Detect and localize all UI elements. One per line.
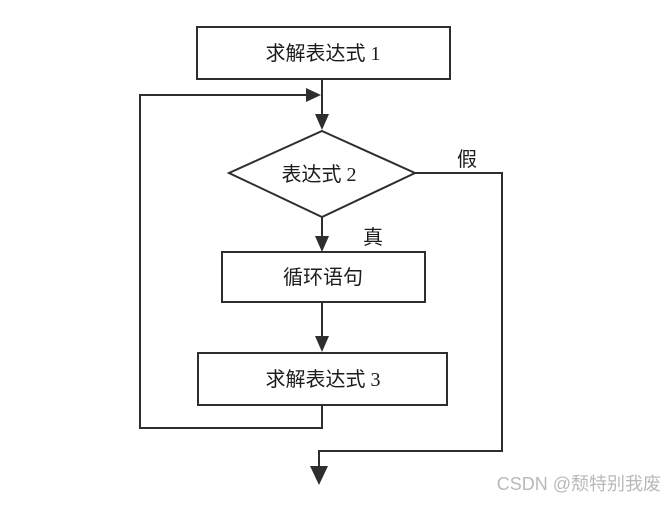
node-label-condition: 表达式 2 — [282, 163, 357, 186]
arrowhead-into-body — [315, 236, 329, 252]
flowchart-lines — [139, 26, 503, 467]
flowchart-arrowheads — [306, 88, 329, 485]
node-label-update: 求解表达式 3 — [266, 368, 381, 391]
node-label-body: 循环语句 — [283, 266, 363, 289]
branch-label-true: 真 — [363, 226, 383, 249]
process-box-update — [197, 352, 448, 406]
connector-false-branch-exit — [318, 172, 503, 467]
csdn-watermark: CSDN @颓特别我废 — [497, 474, 661, 494]
decision-diamond-condition — [226, 129, 418, 219]
process-box-init — [196, 26, 451, 80]
arrowhead-into-update — [315, 336, 329, 352]
node-label-init: 求解表达式 1 — [266, 42, 381, 65]
arrowhead-into-condition — [315, 114, 329, 130]
branch-label-false: 假 — [457, 148, 477, 171]
process-box-body — [221, 251, 426, 303]
flowchart-labels: 求解表达式 1 表达式 2 循环语句 求解表达式 3 真 假 — [266, 42, 478, 391]
arrowhead-exit — [310, 466, 328, 485]
connector-loopback — [139, 94, 323, 429]
arrowhead-loopback-join — [306, 88, 321, 102]
